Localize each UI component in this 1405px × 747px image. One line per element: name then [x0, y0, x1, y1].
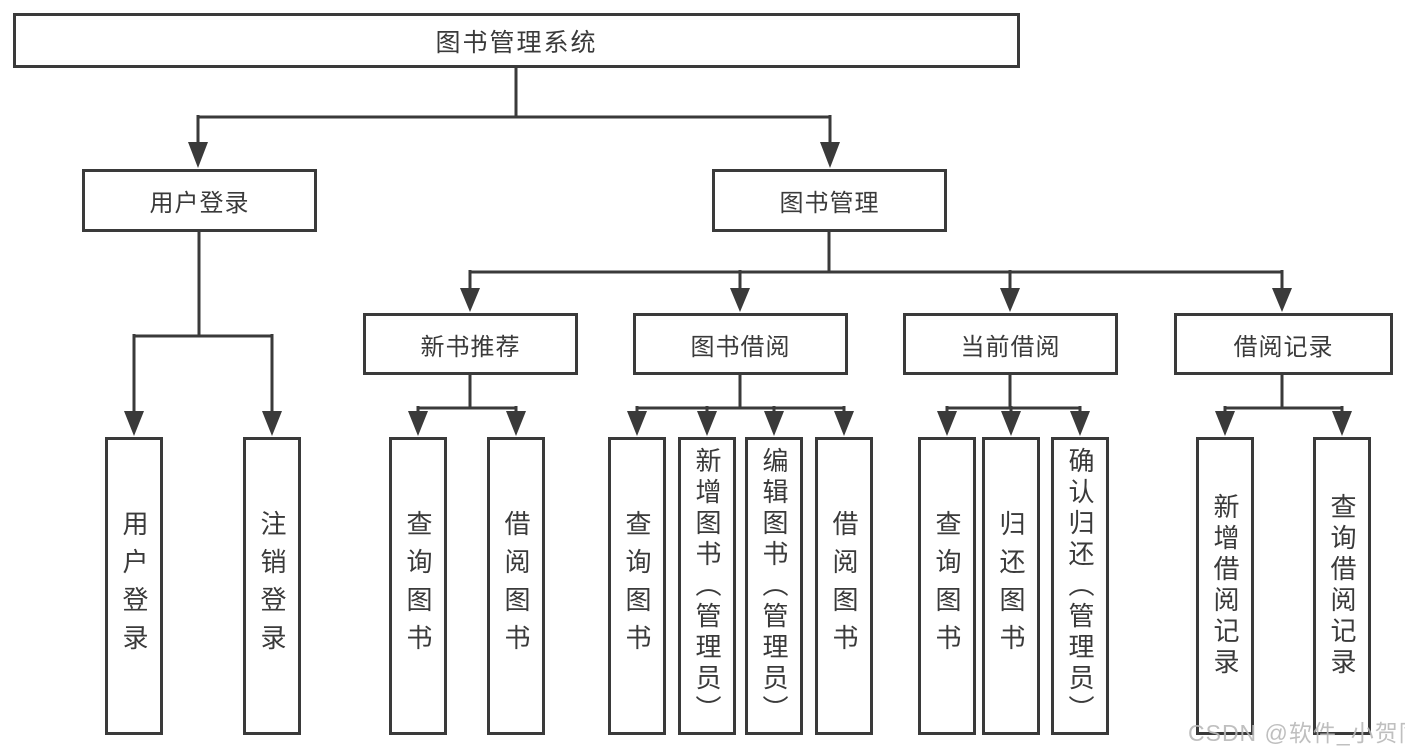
node-leaf-user-login: 用户登录: [105, 437, 163, 735]
node-leaf-borrow-books-recommend: 借阅图书: [487, 437, 545, 735]
node-label: 当前借阅: [960, 333, 1061, 361]
node-book-borrow: 图书借阅: [633, 313, 848, 375]
node-book-management: 图书管理: [712, 169, 947, 232]
node-label: 借阅图书: [829, 510, 859, 662]
node-leaf-return-books: 归还图书: [982, 437, 1040, 735]
node-leaf-borrow-books: 借阅图书: [815, 437, 873, 735]
node-leaf-edit-books-admin: 编辑图书（管理员）: [745, 437, 803, 735]
node-label: 图书管理: [779, 190, 880, 217]
node-new-book-recommend: 新书推荐: [363, 313, 578, 375]
node-leaf-query-books-recommend: 查询图书: [389, 437, 447, 735]
node-label: 查询图书: [403, 510, 433, 662]
node-current-borrow: 当前借阅: [903, 313, 1118, 375]
node-label: 用户登录: [119, 510, 149, 662]
csdn-watermark: CSDN @软件_小贺同学: [1188, 720, 1405, 746]
node-label: 编辑图书（管理员）: [759, 446, 789, 726]
node-leaf-add-books-admin: 新增图书（管理员）: [678, 437, 736, 735]
node-label: 新书推荐: [420, 333, 521, 361]
node-label: 注销登录: [257, 510, 287, 662]
node-label: 借阅记录: [1233, 333, 1334, 361]
node-leaf-confirm-return-admin: 确认归还（管理员）: [1051, 437, 1109, 735]
node-root-label: 图书管理系统: [435, 28, 598, 57]
node-label: 查询图书: [932, 510, 962, 662]
node-borrow-records: 借阅记录: [1174, 313, 1393, 375]
node-label: 归还图书: [996, 510, 1026, 662]
node-leaf-query-books-borrow: 查询图书: [608, 437, 666, 735]
node-label: 图书借阅: [690, 333, 791, 361]
node-root-system: 图书管理系统: [13, 13, 1020, 68]
node-label: 新增借阅记录: [1210, 493, 1240, 679]
node-label: 确认归还（管理员）: [1065, 446, 1095, 726]
node-label: 查询图书: [622, 510, 652, 662]
node-label: 借阅图书: [501, 510, 531, 662]
node-leaf-query-borrow-record: 查询借阅记录: [1313, 437, 1371, 735]
node-leaf-logout: 注销登录: [243, 437, 301, 735]
node-user-login: 用户登录: [82, 169, 317, 232]
node-label: 查询借阅记录: [1327, 493, 1357, 679]
node-label: 用户登录: [149, 190, 250, 217]
node-leaf-add-borrow-record: 新增借阅记录: [1196, 437, 1254, 735]
node-label: 新增图书（管理员）: [692, 446, 722, 726]
node-leaf-query-books-current: 查询图书: [918, 437, 976, 735]
